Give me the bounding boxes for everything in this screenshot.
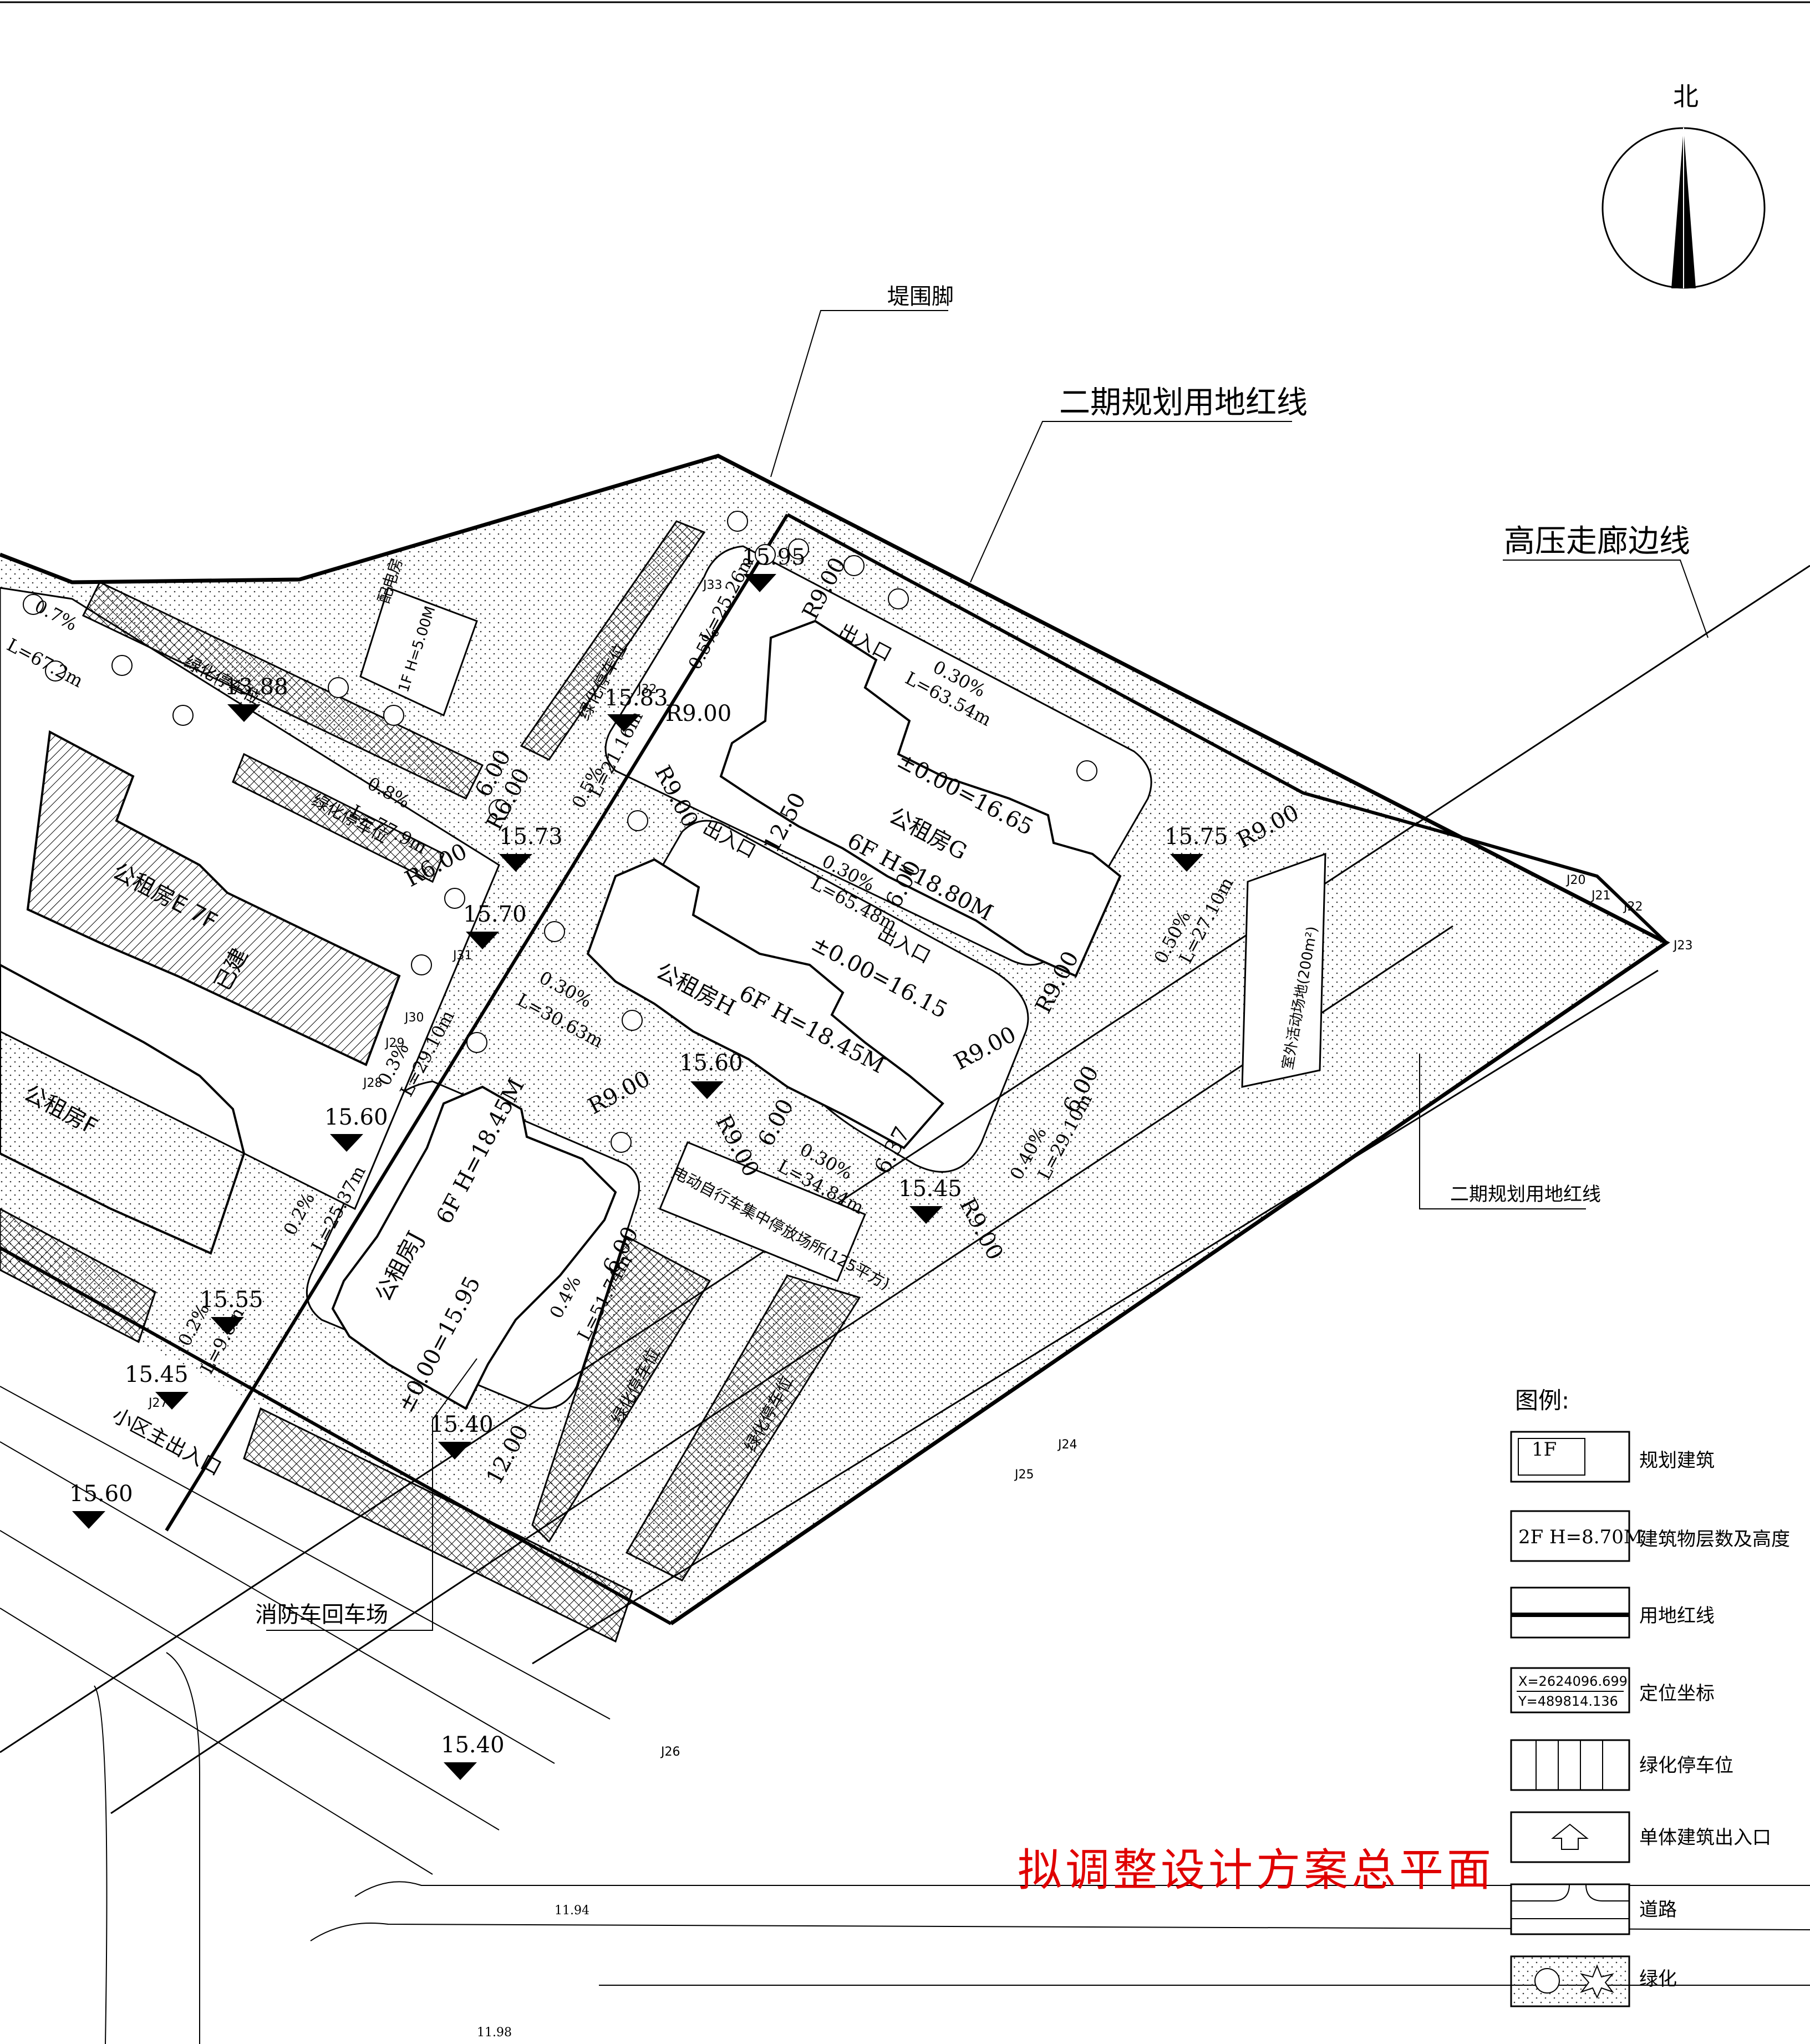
legend-heading: 图例: [1515, 1387, 1569, 1414]
road-elevation: 11.94 [555, 1904, 589, 1918]
spot-elevation: 15.95 [742, 545, 806, 570]
legend-sample: X=2624096.699 [1518, 1674, 1628, 1689]
spot-elevation: 15.45 [898, 1176, 962, 1202]
legend-label: 绿化 [1639, 1968, 1677, 1990]
spot-elevation: 15.83 [604, 685, 668, 711]
svg-text:J33: J33 [702, 578, 722, 592]
hv-corridor-label: 高压走廊边线 [1504, 523, 1690, 560]
road-elevation: 11.98 [477, 2026, 512, 2040]
spot-elevation: 15.73 [499, 824, 563, 850]
svg-text:J29: J29 [384, 1036, 404, 1050]
svg-text:J28: J28 [362, 1076, 382, 1090]
spot-elevation: 15.55 [200, 1287, 263, 1313]
building-g [719, 619, 1122, 978]
legend-label: 用地红线 [1639, 1605, 1715, 1627]
spot-elevation: 15.60 [679, 1050, 743, 1076]
fire-turnaround-label: 消防车回车场 [255, 1602, 388, 1628]
svg-text:J30: J30 [404, 1011, 424, 1025]
shrub-icon [1580, 1964, 1614, 1999]
substation [359, 587, 478, 717]
elevation-markers [72, 574, 1203, 1780]
svg-text:J20: J20 [1565, 873, 1585, 887]
legend: 1F 规划建筑 2F H=8.70M 建筑物层数及高度 用地红线 X=26240… [1510, 1431, 1790, 2007]
trees [23, 511, 1097, 1153]
phase2-redline-label: 二期规划用地红线 [1059, 385, 1308, 421]
sports-ground [1241, 852, 1326, 1088]
building-f [0, 963, 246, 1255]
control-point-labels: J20 J21 J22 J23 J24 J25 J26 J27 J28 J29 … [148, 578, 1692, 1759]
phase2-redline [786, 513, 1668, 944]
building-e [26, 730, 401, 1066]
legend-sample: Y=489814.136 [1518, 1694, 1618, 1709]
entrance-arrow-icon [1551, 1823, 1589, 1850]
west-boundary [165, 513, 789, 1532]
svg-text:R9.00: R9.00 [665, 701, 731, 726]
spot-elevation: 15.45 [125, 1362, 189, 1387]
leader-lines [266, 310, 1709, 1631]
legend-sample: 1F [1532, 1438, 1557, 1461]
spot-elevation: 15.40 [430, 1412, 494, 1437]
phase2-redline-small-label: 二期规划用地红线 [1450, 1183, 1601, 1206]
svg-text:J25: J25 [1014, 1468, 1034, 1482]
south-road [0, 1270, 671, 2044]
spot-elevation: 15.70 [463, 902, 527, 927]
dike-foot-label: 堤围脚 [887, 284, 954, 309]
legend-label: 建筑物层数及高度 [1639, 1528, 1790, 1550]
legend-sample: 2F H=8.70M [1518, 1526, 1643, 1548]
svg-text:J23: J23 [1672, 939, 1692, 953]
spot-elevation: 15.75 [1165, 824, 1228, 850]
svg-text:J26: J26 [660, 1745, 680, 1759]
svg-text:J27: J27 [148, 1396, 167, 1410]
building-j [331, 1085, 617, 1410]
legend-label: 绿化停车位 [1639, 1755, 1733, 1777]
building-h [586, 858, 944, 1150]
north-compass [1601, 127, 1766, 289]
svg-text:J31: J31 [452, 949, 472, 963]
compass-north-label: 北 [1673, 82, 1699, 111]
spot-elevation: 15.60 [69, 1481, 133, 1507]
legend-label: 定位坐标 [1639, 1682, 1715, 1705]
legend-label: 规划建筑 [1639, 1450, 1715, 1472]
spot-elevation: 15.60 [324, 1105, 388, 1130]
legend-label: 道路 [1639, 1899, 1677, 1921]
svg-text:J21: J21 [1590, 889, 1610, 903]
drawing-title: 拟调整设计方案总平面 [1018, 1844, 1494, 1896]
tree-icon [1534, 1968, 1560, 1994]
svg-text:J22: J22 [1623, 900, 1643, 914]
spot-elevation: 15.40 [441, 1732, 505, 1758]
spot-elevation: 13.88 [225, 674, 288, 700]
svg-text:J24: J24 [1057, 1438, 1077, 1452]
ebike-parking [659, 1141, 866, 1282]
parking-strips [0, 520, 861, 1643]
legend-label: 单体建筑出入口 [1639, 1827, 1771, 1849]
svg-text:J32: J32 [637, 683, 657, 696]
